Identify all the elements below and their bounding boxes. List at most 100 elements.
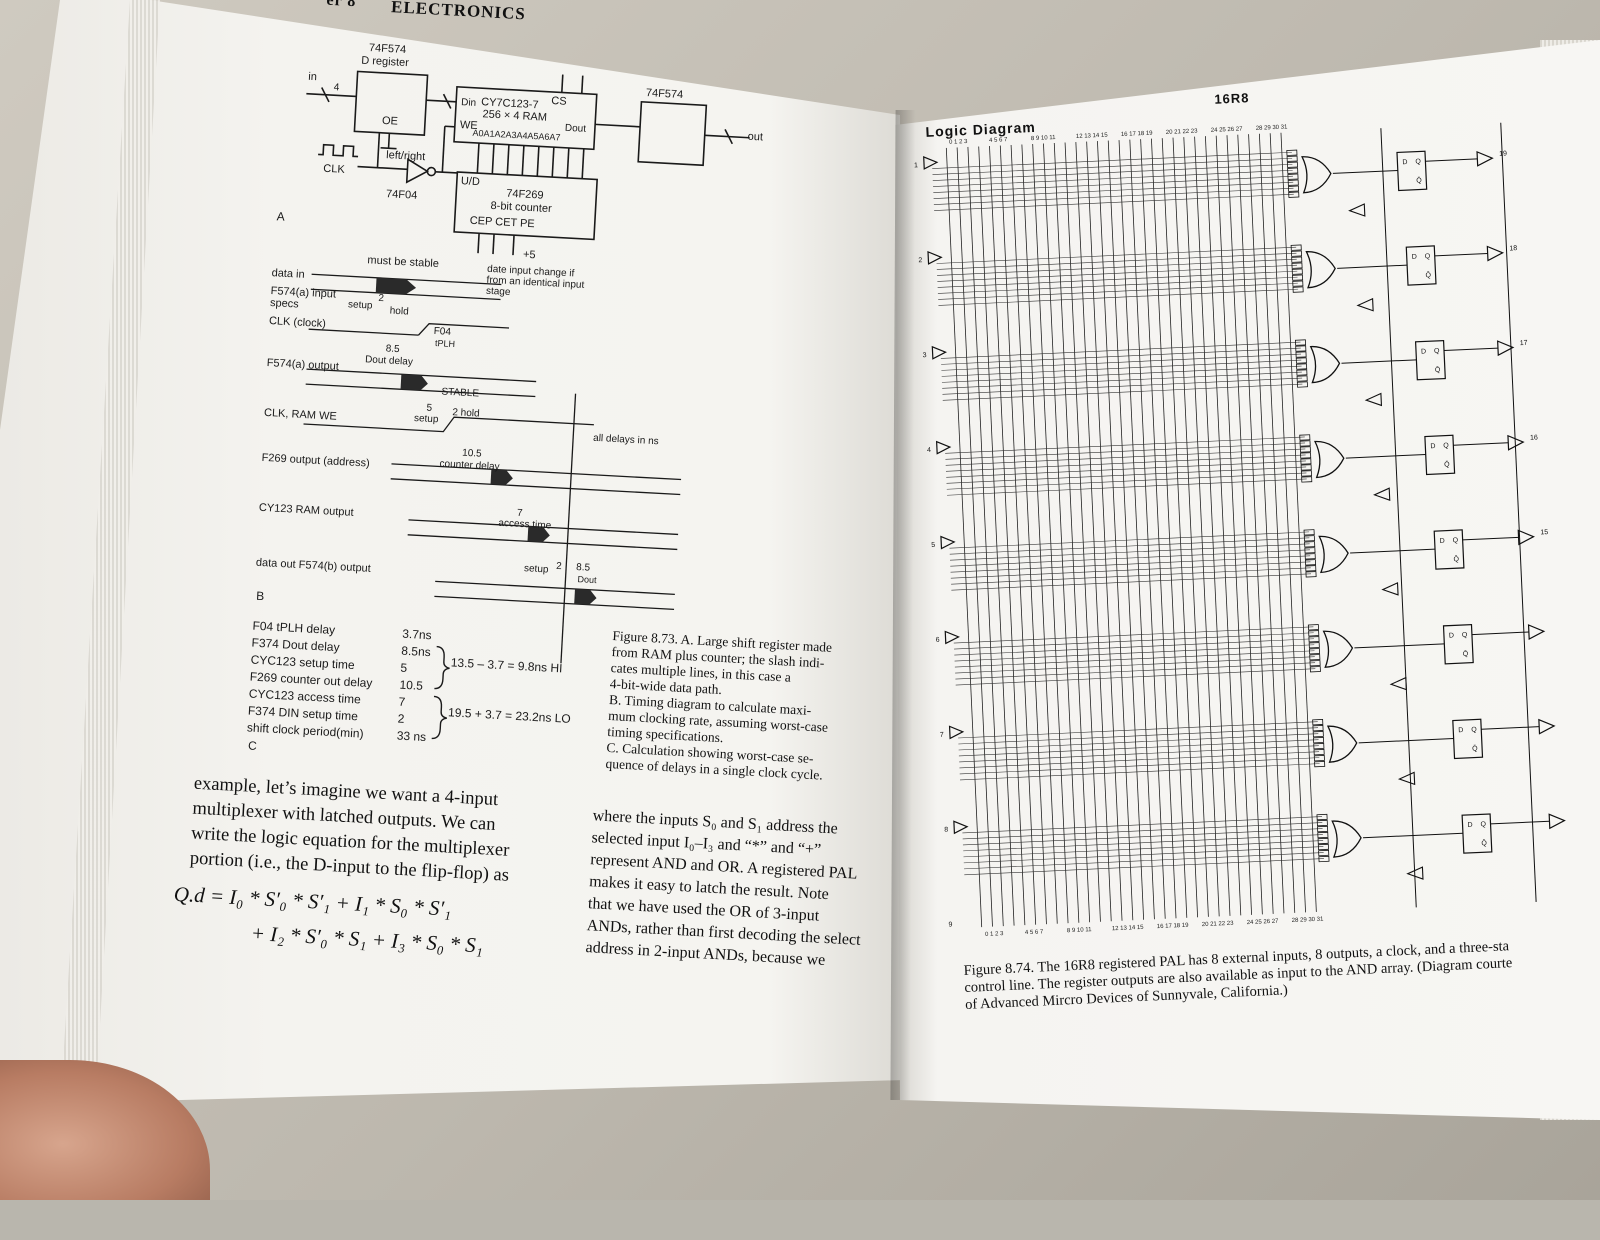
ff-qbar-label: Q̄	[1472, 744, 1478, 752]
or-gate	[1326, 725, 1358, 763]
ff-q-label: Q	[1471, 726, 1477, 733]
or-gate	[1305, 251, 1336, 289]
and-gate	[1316, 819, 1328, 827]
and-array-column	[1086, 141, 1123, 921]
and-gate	[1308, 630, 1320, 637]
output-buffer	[1517, 529, 1535, 546]
ff-d-label: D	[1458, 727, 1463, 734]
and-gate	[1308, 648, 1321, 655]
ff-d-label: D	[1467, 822, 1472, 829]
and-array-column	[1010, 144, 1047, 925]
product-term-row	[950, 561, 1311, 579]
and-array-column	[1053, 143, 1091, 923]
and-gate	[1318, 849, 1330, 857]
feedback-buffer	[1389, 676, 1407, 691]
product-term-row	[941, 347, 1301, 365]
and-gate	[1296, 375, 1308, 382]
output-pin-number: 17	[1520, 340, 1528, 347]
ff-qbar-label: Q̄	[1453, 555, 1459, 563]
and-array-column	[999, 145, 1037, 925]
and-gate	[1303, 535, 1315, 542]
product-term-row	[937, 276, 1298, 294]
and-gate	[1290, 244, 1302, 251]
and-gate	[1295, 351, 1307, 358]
and-gate	[1300, 470, 1312, 477]
and-gate	[1312, 731, 1324, 738]
input-buffer	[931, 345, 948, 360]
output-buffer	[1476, 150, 1494, 167]
product-term-row	[945, 454, 1306, 472]
ff-to-output-wire	[1462, 536, 1519, 541]
input-buffer	[944, 630, 960, 645]
product-term-row	[959, 763, 1320, 781]
and-gate	[1299, 434, 1311, 441]
and-array-column	[1161, 138, 1199, 918]
and-gate	[1292, 274, 1304, 281]
and-array-column	[1043, 143, 1080, 923]
and-array-column	[1129, 139, 1166, 919]
ff-d-label: D	[1449, 632, 1454, 639]
d-flip-flop	[1433, 529, 1465, 570]
input-pin-number: 9	[948, 921, 952, 928]
and-gate	[1312, 719, 1324, 726]
and-gate	[1307, 624, 1319, 631]
product-term-row	[947, 478, 1307, 496]
or-to-ff-wire	[1332, 169, 1398, 174]
and-gate	[1295, 345, 1307, 352]
and-gate	[1308, 636, 1320, 643]
product-term-row	[937, 264, 1298, 282]
product-term-row	[962, 822, 1323, 840]
output-pin-number: 15	[1540, 529, 1548, 536]
and-gate	[1300, 452, 1312, 459]
and-gate	[1291, 268, 1303, 275]
or-to-ff-wire	[1354, 643, 1445, 649]
and-array-column	[1226, 135, 1263, 915]
product-term-row	[955, 668, 1316, 686]
output-buffer	[1486, 245, 1505, 262]
product-term-row	[932, 163, 1293, 181]
and-gate	[1296, 363, 1308, 370]
ff-d-label: D	[1412, 254, 1417, 261]
product-term-row	[955, 656, 1315, 674]
and-array-column	[945, 147, 983, 928]
product-term-row	[942, 371, 1302, 389]
product-term-row	[954, 644, 1315, 662]
ff-q-label: Q	[1425, 253, 1431, 260]
and-gate	[1288, 191, 1300, 198]
product-term-row	[937, 270, 1298, 288]
or-gate	[1322, 630, 1354, 668]
and-array-column	[1118, 140, 1155, 920]
ff-to-output-wire	[1453, 442, 1509, 446]
and-array-column	[1032, 143, 1069, 924]
product-term-row	[942, 377, 1303, 395]
and-gate	[1304, 553, 1316, 560]
counter-block	[453, 171, 599, 241]
or-to-ff-wire	[1358, 738, 1454, 744]
and-gate	[1313, 737, 1325, 744]
ff-qbar-label: Q̄	[1435, 366, 1441, 374]
product-term-row	[950, 555, 1311, 573]
ff-q-label: Q	[1462, 632, 1468, 639]
product-term-row	[946, 466, 1307, 484]
output-buffer	[1548, 813, 1566, 830]
and-gate	[1287, 173, 1299, 180]
product-term-row	[959, 751, 1320, 769]
product-term-row	[933, 187, 1294, 205]
and-gate	[1299, 440, 1311, 447]
ff-d-label: D	[1421, 348, 1426, 355]
or-gate	[1309, 345, 1341, 384]
and-gate	[1305, 565, 1317, 572]
and-gate	[1286, 149, 1298, 156]
feedback-buffer	[1381, 582, 1399, 596]
product-term-row	[946, 472, 1307, 490]
output-pin-number: 18	[1509, 245, 1517, 252]
ff-qbar-label: Q̄	[1425, 271, 1431, 279]
product-term-row	[963, 846, 1324, 864]
and-gate	[1301, 476, 1313, 483]
product-term-row	[949, 531, 1310, 549]
and-gate	[1309, 666, 1321, 673]
product-term-row	[940, 341, 1301, 359]
d-flip-flop	[1452, 718, 1484, 760]
ff-to-output-wire	[1434, 252, 1488, 257]
